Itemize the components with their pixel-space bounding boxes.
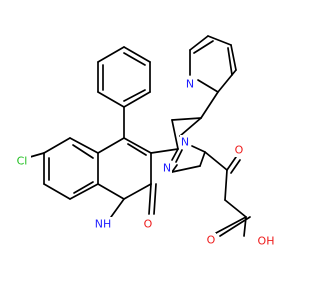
bond-23 [123,46,151,63]
bond-9 [29,152,45,158]
bond-54 [215,216,247,234]
bond-31 [175,149,183,163]
bond-28 [123,89,146,102]
atom-acid-carbonyl-oxygen: O [206,233,216,247]
bond-43 [207,35,232,46]
bond-40 [197,79,219,93]
molecule-structure: Cl NH O N N N O O [13,35,276,248]
atom-amide-oxygen: O [234,143,244,157]
atom-pyrazoline-n2: N [162,161,172,175]
bond-27 [123,52,146,66]
bond-52 [224,199,247,218]
bond-50 [230,159,241,174]
bond-55 [219,216,251,237]
bond-37 [199,151,206,167]
bond-8 [72,144,94,159]
bond-33 [179,117,202,137]
atom-label-o-acid: O [207,234,216,247]
atom-label-layer: Cl NH O N N N O O [13,77,276,248]
bond-14 [97,183,125,200]
bond-47 [193,40,214,54]
bond-5 [43,137,71,154]
atom-label-cl: Cl [17,155,28,168]
bond-4 [69,137,99,154]
atom-quinolinone-oxygen: O [143,217,153,231]
bond-44 [189,35,209,51]
bond-29 [150,148,179,154]
atom-label-o-quinolinone: O [144,218,153,231]
bond-18 [153,183,157,215]
atom-label-o-amide: O [235,144,244,157]
bond-32 [171,164,178,173]
atom-label-oh: OH [258,235,275,248]
bond-22 [97,46,125,63]
bond-16 [110,198,125,218]
bond-2 [69,183,99,200]
bond-48 [204,151,228,171]
bond-25 [123,91,151,108]
bond-39 [200,91,219,119]
atom-acid-hydroxyl: OH [256,234,276,248]
atom-label-n1: N [181,136,189,149]
bond-10 [97,137,125,154]
bond-49 [226,156,237,171]
bond-1 [43,183,71,200]
bond-20 [97,91,125,108]
atom-label-nh: NH [95,218,112,231]
bond-36 [171,165,201,173]
atom-quinoline-nh: NH [93,217,113,231]
molecule-canvas: Cl NH O N N N O O [13,35,276,248]
bond-46 [227,47,233,76]
bond-13 [123,183,152,200]
bond-layer [29,35,251,237]
bond-11 [123,137,152,154]
bond-17 [148,183,152,215]
atom-label-n2: N [163,162,171,175]
bond-7 [73,181,94,194]
bond-51 [224,169,228,201]
atom-label-n-pyridine: N [186,78,194,91]
bond-38 [191,145,206,153]
bond-30 [171,148,179,161]
bond-42 [230,44,237,71]
bond-34 [171,119,179,150]
bond-15 [127,143,147,156]
bond-41 [217,69,237,93]
bond-35 [171,117,202,121]
atom-chlorine: Cl [13,154,31,168]
atom-pyridine-nitrogen: N [185,77,195,91]
atom-pyrazoline-n1: N [180,135,190,149]
